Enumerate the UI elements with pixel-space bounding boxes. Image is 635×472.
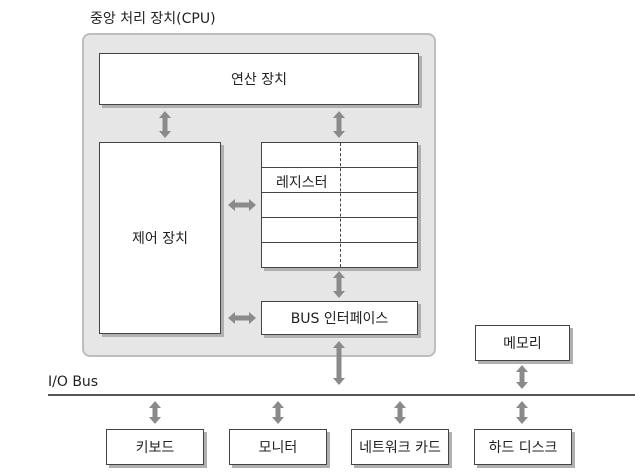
control-unit-label: 제어 장치 <box>132 231 188 247</box>
device-monitor-label: 모니터 <box>258 440 298 456</box>
device-network-card-label: 네트워크 카드 <box>359 440 441 456</box>
control-unit-box: 제어 장치 <box>99 142 221 334</box>
double-arrow-icon <box>333 271 345 298</box>
double-arrow-icon <box>272 401 284 424</box>
register-row-divider <box>262 217 417 218</box>
register-label: 레지스터 <box>276 172 330 192</box>
device-network-card: 네트워크 카드 <box>351 429 449 465</box>
register-row-divider <box>262 167 417 168</box>
register-table: 레지스터 <box>261 142 418 268</box>
double-arrow-icon <box>159 111 171 138</box>
device-hard-disk: 하드 디스크 <box>474 429 572 465</box>
memory-box: 메모리 <box>475 325 570 361</box>
double-arrow-icon <box>228 199 256 211</box>
double-arrow-icon <box>228 312 256 324</box>
alu-box: 연산 장치 <box>99 53 419 105</box>
io-bus-label: I/O Bus <box>48 374 99 390</box>
register-dashed-divider <box>340 143 341 267</box>
double-arrow-icon <box>516 401 528 424</box>
register-row-divider <box>262 242 417 243</box>
double-arrow-icon <box>333 341 345 385</box>
double-arrow-icon <box>333 111 345 138</box>
device-keyboard-label: 키보드 <box>135 440 175 456</box>
device-monitor: 모니터 <box>229 429 327 465</box>
cpu-title: 중앙 처리 장치(CPU) <box>90 11 216 27</box>
memory-label: 메모리 <box>503 336 542 352</box>
bus-interface-label: BUS 인터페이스 <box>290 311 389 327</box>
device-hard-disk-label: 하드 디스크 <box>488 440 558 456</box>
register-row-divider <box>262 192 417 193</box>
io-bus-line <box>48 394 635 396</box>
double-arrow-icon <box>394 401 406 424</box>
double-arrow-icon <box>516 365 528 389</box>
double-arrow-icon <box>149 401 161 424</box>
bus-interface-box: BUS 인터페이스 <box>261 301 418 335</box>
alu-label: 연산 장치 <box>231 72 287 88</box>
device-keyboard: 키보드 <box>106 429 204 465</box>
